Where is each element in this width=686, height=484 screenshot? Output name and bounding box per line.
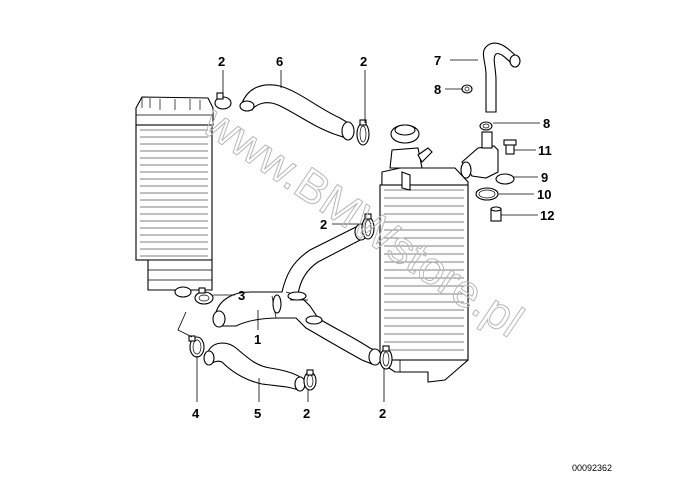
callout-label: 8	[434, 82, 441, 97]
callout-label: 2	[379, 406, 386, 421]
document-id: 00092362	[572, 463, 612, 473]
right-radiator	[379, 124, 469, 383]
callout-label: 2	[303, 406, 310, 421]
clamp-3	[194, 287, 214, 305]
hose-6	[239, 84, 355, 141]
callout-label: 7	[434, 53, 441, 68]
right-radiator-fins	[384, 189, 464, 351]
bolt-11	[503, 139, 517, 155]
callout-label: 2	[360, 54, 367, 69]
hose-5	[203, 342, 306, 392]
connector-9	[460, 131, 515, 185]
callout-label: 6	[276, 54, 283, 69]
callout-label: 3	[238, 288, 245, 303]
sleeve-12	[490, 206, 502, 222]
hose-7	[482, 42, 521, 113]
callout-label: 8	[543, 116, 550, 131]
callout-label: 2	[320, 217, 327, 232]
callout-label: 10	[537, 187, 551, 202]
clip-8-b	[479, 121, 493, 131]
callout-label: 9	[541, 170, 548, 185]
callout-label: 11	[538, 143, 552, 158]
hose-1	[212, 223, 382, 366]
callout-label: 5	[254, 406, 261, 421]
clamp-top-mid	[356, 119, 370, 146]
callout-labels: 2 6 2 7 8 8 11 9 10 12 2 3 1 4 5 2 2	[192, 53, 554, 421]
clamp-4	[188, 335, 205, 358]
oring-10	[475, 187, 499, 201]
clip-8-a	[461, 84, 473, 94]
callout-label: 1	[254, 332, 261, 347]
callout-label: 4	[192, 406, 200, 421]
callout-label: 12	[540, 208, 554, 223]
clamp-bottom-mid	[303, 369, 317, 391]
clamp-mid	[361, 213, 375, 240]
left-radiator-fins	[140, 129, 208, 257]
leader-lines	[177, 59, 540, 402]
clamp-bottom-right	[379, 345, 393, 370]
left-radiator	[135, 96, 214, 298]
callout-label: 2	[218, 54, 225, 69]
clamps	[188, 92, 393, 391]
